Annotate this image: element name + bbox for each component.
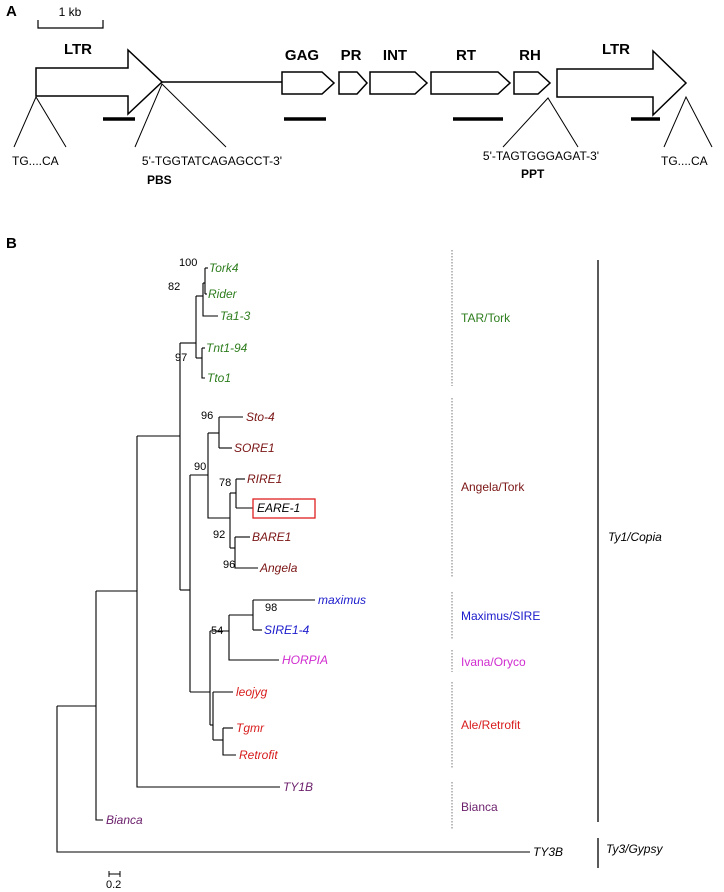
- clade-ty3-gypsy: Ty3/Gypsy: [606, 842, 663, 856]
- taxon-bianca: Bianca: [106, 813, 143, 827]
- rh-label: RH: [519, 47, 541, 64]
- bootstrap-tar-subclade: 82: [168, 281, 180, 293]
- bootstrap-tnt1-tto1: 97: [175, 352, 187, 364]
- taxon-tork4: Tork4: [209, 261, 239, 275]
- clade-ty1-copia: Ty1/Copia: [608, 530, 662, 544]
- group-ivana-oryco: Ivana/Oryco: [461, 655, 526, 669]
- taxon-tnt1-94: Tnt1-94: [206, 341, 248, 355]
- ppt-sequence: 5'-TAGTGGGAGAT-3': [483, 149, 599, 163]
- taxon-rider: Rider: [208, 287, 238, 301]
- group-tar-tork: TAR/Tork: [461, 311, 511, 325]
- taxon-ta1-3: Ta1-3: [220, 309, 251, 323]
- group-ale-retrofit: Ale/Retrofit: [461, 718, 521, 732]
- panel-a-letter: A: [6, 3, 17, 20]
- group-angela-tork: Angela/Tork: [461, 480, 525, 494]
- int-label: INT: [383, 47, 407, 64]
- taxon-bare1: BARE1: [252, 530, 291, 544]
- ltr-right-label: LTR: [602, 41, 630, 58]
- taxon-tgmr: Tgmr: [236, 721, 265, 735]
- taxon-retrofit: Retrofit: [239, 748, 278, 762]
- taxon-eare-1: EARE-1: [257, 501, 300, 515]
- group-maximus-sire: Maximus/SIRE: [461, 609, 540, 623]
- bootstrap-sire-ivana: 54: [211, 625, 223, 637]
- taxon-ty3b: TY3B: [533, 845, 563, 859]
- gag-label: GAG: [285, 47, 319, 64]
- bootstrap-sto4-sore1: 96: [201, 410, 213, 422]
- taxon-angela: Angela: [259, 561, 298, 575]
- ppt-label: PPT: [521, 167, 545, 181]
- int-domain: [369, 71, 429, 95]
- kb-scale-bar: [37, 20, 104, 29]
- bootstrap-bare1-angela: 96: [223, 559, 235, 571]
- ltr-right-end-sequence: TG....CA: [661, 154, 708, 168]
- taxon-ty1b: TY1B: [283, 780, 313, 794]
- taxon-rire1: RIRE1: [247, 472, 282, 486]
- ltr-left-end-sequence: TG....CA: [12, 154, 59, 168]
- phylogenetic-tree: [56, 267, 530, 853]
- bootstrap-tork4-rider: 100: [179, 257, 197, 269]
- kb-scale-label: 1 kb: [59, 5, 82, 19]
- pr-domain: [338, 71, 369, 95]
- callout-lines: [13, 83, 713, 148]
- ltr-right-arrow: [556, 49, 688, 117]
- tree-scale-bar: [108, 871, 121, 877]
- pbs-label: PBS: [147, 173, 172, 187]
- eare1-highlight-box: [252, 498, 316, 519]
- taxon-leojyg: leojyg: [236, 685, 268, 699]
- rt-domain: [430, 71, 512, 95]
- rh-domain: [513, 71, 552, 95]
- taxon-sto-4: Sto-4: [246, 410, 275, 424]
- bootstrap-angela-subclade: 90: [194, 461, 206, 473]
- group-bianca: Bianca: [461, 800, 498, 814]
- pr-label: PR: [341, 47, 362, 64]
- taxon-sore1: SORE1: [234, 441, 275, 455]
- taxon-sire1-4: SIRE1-4: [264, 623, 310, 637]
- gag-domain: [281, 71, 336, 95]
- taxon-horpia: HORPIA: [282, 653, 328, 667]
- panel-b-letter: B: [6, 235, 17, 252]
- bootstrap-rire1-eare1: 78: [219, 477, 231, 489]
- bootstrap-maximus-sire: 98: [265, 602, 277, 614]
- taxon-maximus: maximus: [318, 593, 366, 607]
- pbs-sequence: 5'-TGGTATCAGAGCCT-3': [142, 154, 282, 168]
- tree-scale-label: 0.2: [106, 879, 121, 891]
- rt-label: RT: [456, 47, 476, 64]
- bootstrap-rire-bare-group: 92: [213, 529, 225, 541]
- ltr-left-label: LTR: [64, 41, 92, 58]
- taxon-tto1: Tto1: [207, 371, 231, 385]
- ltr-left-arrow: [35, 48, 164, 116]
